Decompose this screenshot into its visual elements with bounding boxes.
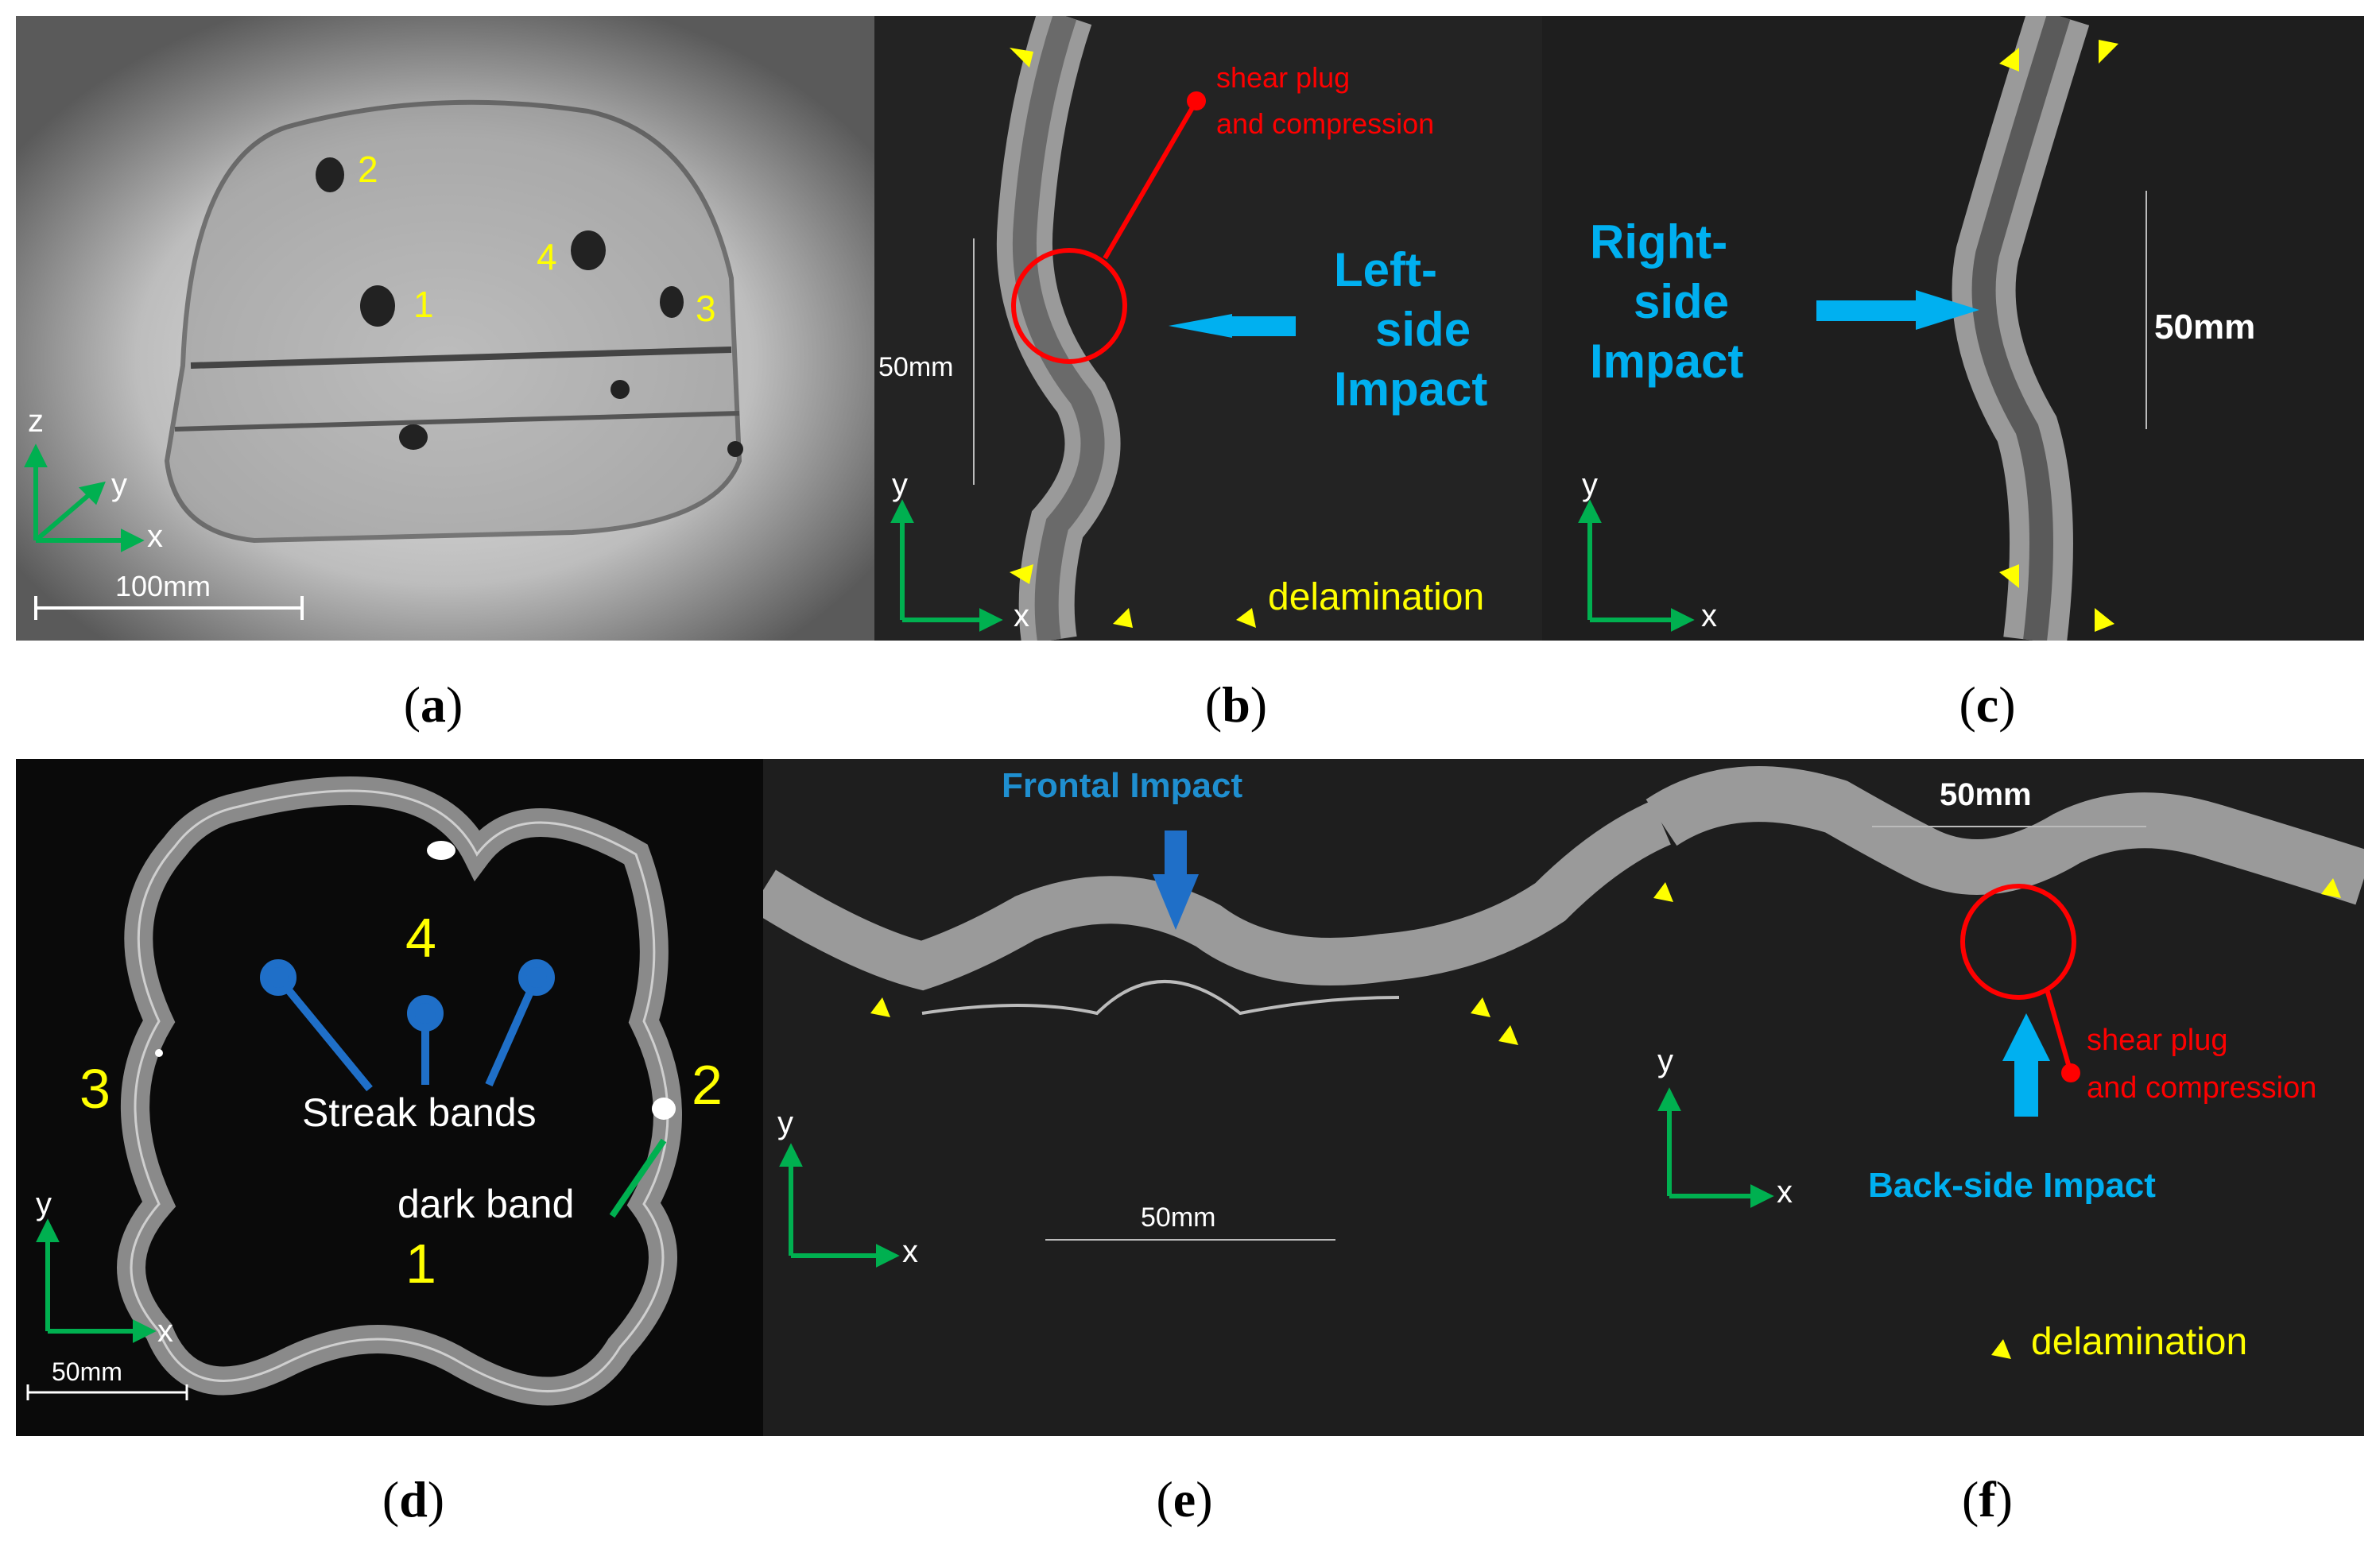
axis-x-label: x <box>1014 598 1029 633</box>
scale-label: 50mm <box>2154 308 2256 347</box>
scale-label: 50mm <box>878 352 954 382</box>
axis-x-label: x <box>157 1314 173 1349</box>
scale-label: 100mm <box>115 570 211 602</box>
caption-e: (e) <box>1156 1471 1213 1527</box>
impact-line-1: Right- <box>1590 215 1728 269</box>
delamination-legend: delamination <box>1268 576 1485 618</box>
axis-x-label: x <box>147 519 163 554</box>
caption-a: (a) <box>403 676 463 733</box>
marker-1: 1 <box>405 1233 436 1295</box>
impact-line-1: Left- <box>1334 243 1437 296</box>
marker-3: 3 <box>696 288 716 329</box>
streak-bands-label: Streak bands <box>302 1090 537 1135</box>
axis-x-label-e: x <box>902 1234 918 1269</box>
axis-y-label-e: y <box>777 1105 793 1140</box>
caption-d: (d) <box>382 1471 445 1527</box>
axis-y-label: y <box>892 467 908 502</box>
caption-b: (b) <box>1204 676 1268 733</box>
ct-slice-right-impact <box>1578 16 2147 641</box>
panel-d-ct-section: 4 3 2 1 Streak bands dark band y x 50mm <box>16 759 763 1436</box>
ct-slice-frontal-back <box>763 766 2364 1359</box>
caption-c: (c) <box>1959 676 2016 733</box>
scale-label-f: 50mm <box>1940 777 2032 812</box>
axes-icon <box>36 1218 157 1343</box>
axis-x-label: x <box>1701 598 1717 633</box>
impact-line-2: side <box>1634 275 1730 328</box>
helmet-xray-image <box>16 16 874 641</box>
impact-line-3: Impact <box>1590 335 1744 388</box>
shear-plug-label: shear plug <box>1216 61 1351 94</box>
panel-c-ct-slice: Right- side Impact 50mm y x <box>1542 16 2364 641</box>
caption-f: (f) <box>1962 1471 2013 1527</box>
marker-4: 4 <box>405 907 436 969</box>
axis-y-label: y <box>111 467 127 502</box>
marker-4: 4 <box>537 236 557 277</box>
axes-icon-f <box>1657 1087 1774 1208</box>
marker-1: 1 <box>413 284 434 325</box>
marker-2: 2 <box>358 149 378 190</box>
axis-x-label-f: x <box>1777 1175 1793 1210</box>
marker-3: 3 <box>79 1058 110 1120</box>
marker-2: 2 <box>692 1054 723 1116</box>
axes-icon <box>24 443 145 552</box>
impact-line-3: Impact <box>1334 362 1488 416</box>
compression-label: and compression <box>2087 1071 2317 1105</box>
dark-band-label: dark band <box>397 1182 575 1226</box>
back-side-impact-label: Back-side Impact <box>1868 1166 2156 1205</box>
axes-icon <box>890 499 1003 632</box>
panel-ef-ct-slices: Frontal Impact 50mm y x 50mm shear plug … <box>763 759 2364 1436</box>
panel-b-ct-slice: shear plug and compression Left- side Im… <box>874 16 1542 641</box>
axis-z-label: z <box>28 404 44 439</box>
axes-icon <box>1578 499 1695 632</box>
impact-line-2: side <box>1375 303 1471 356</box>
ct-slice-left-impact <box>890 16 1296 641</box>
panel-a-xray: 2 1 4 3 z y x 100mm <box>16 16 874 641</box>
scale-label-e: 50mm <box>1141 1202 1216 1233</box>
delamination-legend: delamination <box>2031 1321 2248 1363</box>
scale-label: 50mm <box>52 1357 122 1386</box>
axes-icon-e <box>779 1143 900 1268</box>
shear-plug-label: shear plug <box>2087 1024 2228 1057</box>
frontal-impact-label: Frontal Impact <box>1002 766 1243 805</box>
axis-y-label-f: y <box>1657 1043 1673 1078</box>
ct-cross-section <box>26 776 682 1406</box>
compression-label: and compression <box>1216 107 1435 140</box>
axis-y-label: y <box>1582 467 1598 502</box>
axis-y-label: y <box>36 1187 52 1222</box>
